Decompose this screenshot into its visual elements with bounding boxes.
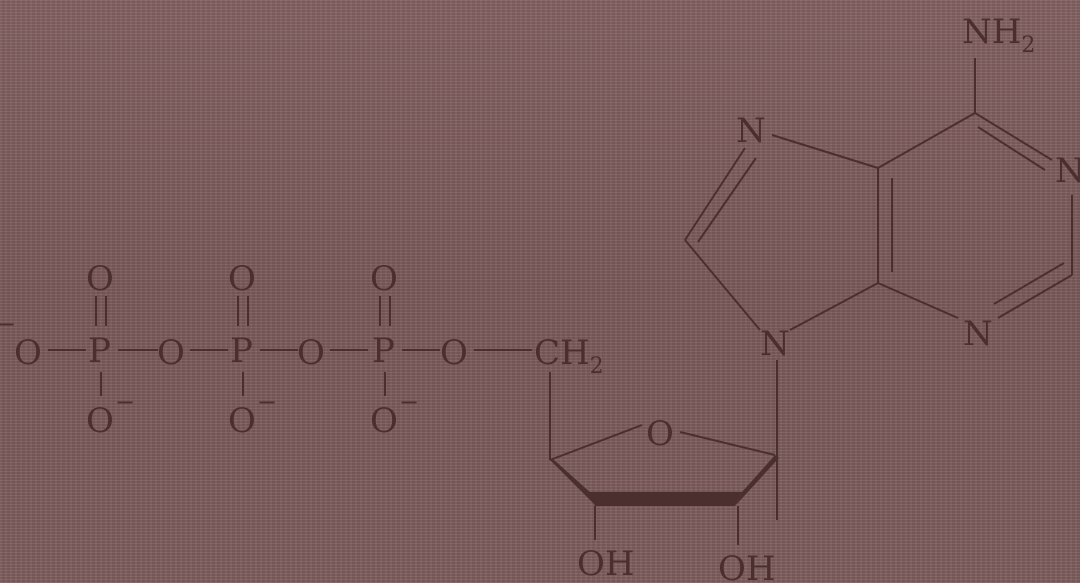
phosphate-1-top-oxygen: O	[86, 259, 114, 299]
ring-wedge-right	[735, 455, 779, 506]
imidazole-bond-n9-c4	[789, 282, 879, 331]
phosphate-1-bottom-oxygen: O	[86, 401, 114, 441]
ch2-label: CH2	[534, 333, 604, 379]
ring-bond-o-c1	[679, 431, 776, 456]
phosphate-2-top-oxygen: O	[228, 259, 256, 299]
imidazole-bond-n7-c8-b	[697, 157, 757, 243]
adenine-amine: NH2	[962, 12, 1035, 58]
adenine-n7: N	[736, 111, 766, 151]
ribose-hydroxyl-2: OH	[718, 549, 776, 583]
bridge-oxygen-3: O	[440, 333, 468, 373]
phosphate-1-charge: −	[115, 388, 135, 416]
adenine-n1: N	[1055, 151, 1080, 191]
ring-bold-bottom-bond	[588, 492, 742, 506]
ribose-ring-oxygen: O	[646, 414, 674, 454]
pyrimidine-bond-c6-n1-a	[974, 112, 1053, 161]
terminal-oxygen: O	[14, 333, 42, 373]
phosphate-3-top-oxygen: O	[370, 259, 398, 299]
ring-bond-c4-o	[549, 424, 643, 461]
phosphate-3-bottom-oxygen: O	[370, 401, 398, 441]
ribose-hydroxyl-1: OH	[577, 544, 635, 583]
bridge-oxygen-2: O	[297, 333, 325, 373]
pyrimidine-bond-n3-c4	[877, 282, 959, 319]
ch2-main: CH	[534, 333, 590, 373]
ring-wedge-left	[550, 459, 595, 505]
ch2-subscript: 2	[590, 354, 604, 379]
adenine-n9: N	[760, 324, 790, 364]
phosphate-1-phosphorus: P	[88, 331, 111, 371]
terminal-charge: −	[0, 310, 16, 338]
pyrimidine-bond-c6-n1-b	[977, 126, 1046, 171]
imidazole-bond-n7-c8-a	[684, 147, 746, 241]
bridge-oxygen-1: O	[157, 333, 185, 373]
imidazole-bond-c5-n7	[771, 134, 879, 169]
amine-subscript: 2	[1021, 33, 1035, 58]
phosphate-2-phosphorus: P	[230, 331, 253, 371]
imidazole-bond-c8-n9	[684, 239, 761, 331]
pyrimidine-bond-c5-c6	[877, 112, 976, 169]
pyrimidine-bond-c2-n3-a	[997, 274, 1073, 319]
phosphate-2-charge: −	[257, 388, 277, 416]
phosphate-3-charge: −	[399, 388, 419, 416]
phosphate-3-phosphorus: P	[372, 331, 395, 371]
pyrimidine-bond-c2-n3-b	[993, 262, 1065, 305]
adenine-n3: N	[963, 314, 993, 354]
phosphate-2-bottom-oxygen: O	[228, 401, 256, 441]
amine-main: NH	[962, 12, 1021, 52]
